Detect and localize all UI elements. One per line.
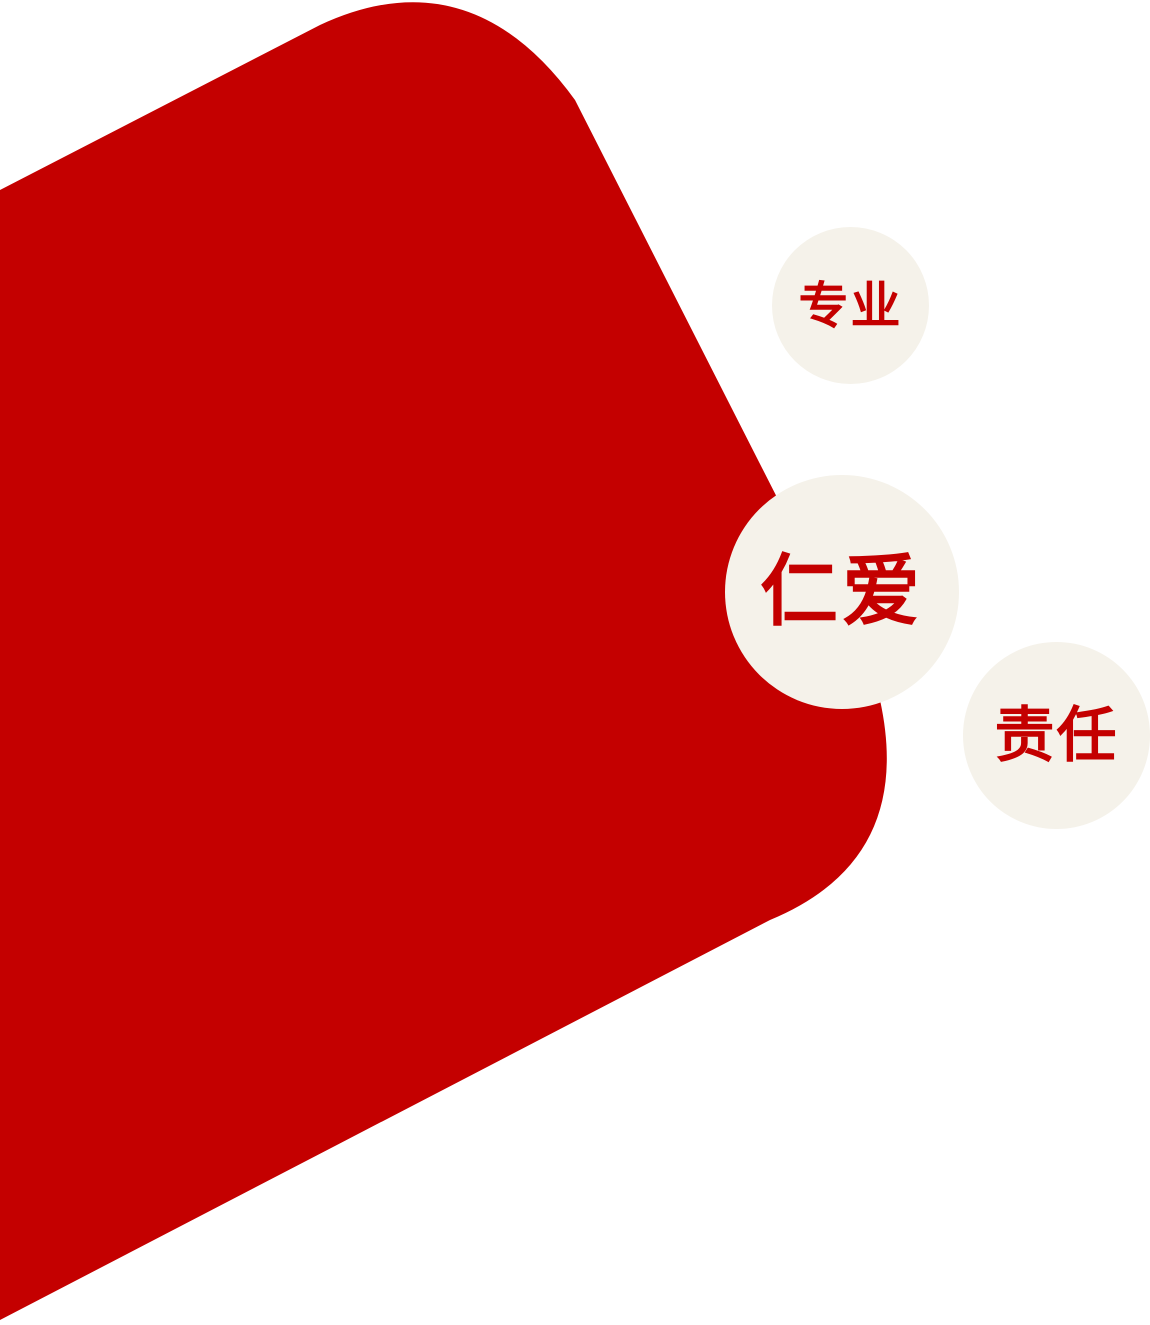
- value-label-zeren: 责任: [994, 700, 1119, 771]
- value-bubble-renai: 仁爱: [725, 475, 959, 709]
- value-label-renai: 仁爱: [759, 547, 924, 637]
- value-bubble-zeren: 责任: [963, 642, 1150, 829]
- value-label-zhuanye: 专业: [798, 276, 903, 335]
- value-bubble-zhuanye: 专业: [772, 227, 929, 384]
- red-rounded-parallelogram: [0, 2, 887, 1320]
